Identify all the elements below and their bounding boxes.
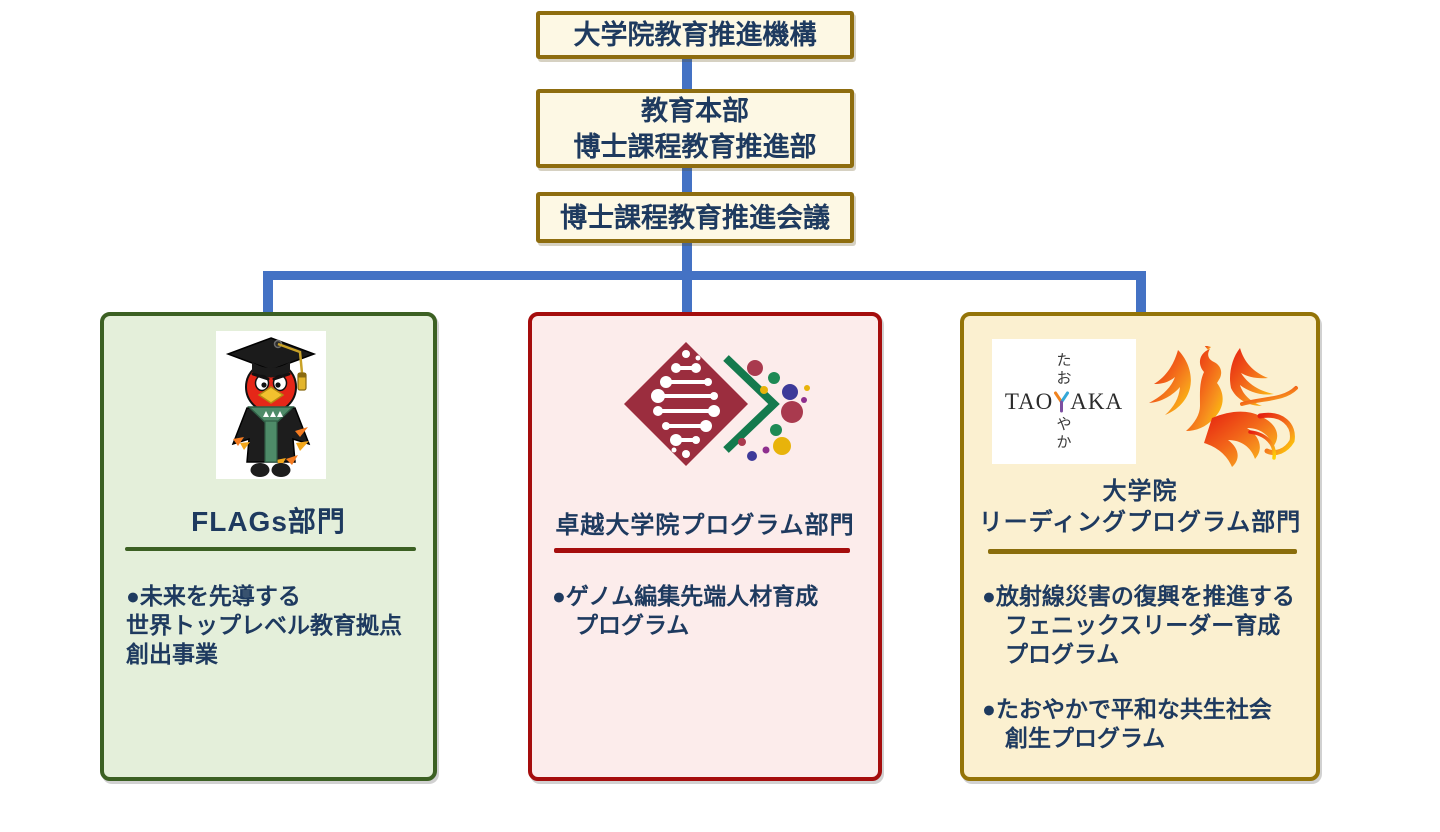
org-box-education-headquarters: 教育本部 博士課程教育推進部 [536, 89, 854, 168]
title-underline [988, 549, 1297, 554]
taoyaka-vertical-char: か [1056, 434, 1072, 451]
graduate-bird-mascot-icon [216, 331, 326, 479]
program-line: プログラム [552, 612, 690, 638]
card-wise-program-division: 卓越大学院プログラム部門 ●ゲノム編集先端人材育成 プログラム [528, 312, 882, 781]
connector-top-2 [682, 166, 692, 194]
taoyaka-y-icon [1054, 391, 1070, 412]
taoyaka-vertical-char: お [1056, 370, 1072, 387]
program-line: ●ゲノム編集先端人材育成 [552, 583, 819, 609]
taoyaka-wordmark: TAO AKA [1005, 389, 1123, 415]
card-leading-program-division: た お TAO AKA や か [960, 312, 1320, 781]
program-item: ●たおやかで平和な共生社会 創生プログラム [982, 695, 1312, 753]
program-item: ●放射線災害の復興を推進する フェニックスリーダー育成 プログラム [982, 582, 1312, 669]
taoyaka-text-left: TAO [1004, 388, 1054, 414]
taoyaka-vertical-char: た [1056, 352, 1072, 369]
org-box-label: 大学院教育推進機構 [573, 20, 817, 50]
program-line: 世界トップレベル教育拠点 [126, 612, 402, 638]
genome-editing-program-logo-icon [624, 338, 816, 472]
card-title-line2: リーディングプログラム部門 [978, 509, 1302, 536]
card-title: 卓越大学院プログラム部門 [555, 512, 855, 539]
title-underline [554, 548, 850, 553]
program-line: フェニックスリーダー育成 [982, 612, 1281, 638]
program-list: ●未来を先導する 世界トップレベル教育拠点 創出事業 [126, 582, 426, 669]
program-line: ●たおやかで平和な共生社会 [982, 696, 1272, 722]
program-list: ●放射線災害の復興を推進する フェニックスリーダー育成 プログラム ●たおやかで… [982, 582, 1312, 753]
program-line: ●放射線災害の復興を推進する [982, 583, 1295, 609]
org-box-graduate-education-organization: 大学院教育推進機構 [536, 11, 854, 59]
org-box-doctoral-promotion-council: 博士課程教育推進会議 [536, 192, 854, 243]
program-line: ●未来を先導する [126, 583, 301, 609]
card-title-line1: 大学院 [1102, 478, 1178, 505]
connector-left-drop [263, 271, 273, 313]
taoyaka-logo-icon: た お TAO AKA や か [992, 339, 1136, 464]
title-underline [125, 547, 416, 551]
program-item: ●ゲノム編集先端人材育成 プログラム [552, 582, 872, 640]
connector-top-1 [682, 57, 692, 91]
card-title: FLAGs部門 [191, 506, 346, 537]
program-list: ●ゲノム編集先端人材育成 プログラム [552, 582, 872, 640]
program-line: 創出事業 [126, 641, 218, 667]
card-title: 大学院 リーディングプログラム部門 [964, 476, 1316, 538]
org-box-label-line2: 博士課程教育推進部 [573, 131, 817, 162]
program-line: 創生プログラム [982, 725, 1166, 751]
org-box-label-line1: 教育本部 [641, 95, 749, 126]
phoenix-logo-icon [1142, 345, 1306, 470]
program-line: プログラム [982, 641, 1120, 667]
program-item: ●未来を先導する 世界トップレベル教育拠点 創出事業 [126, 582, 426, 669]
connector-right-drop [1136, 271, 1146, 313]
org-box-label: 博士課程教育推進会議 [560, 202, 830, 233]
connector-horizontal-bar [263, 271, 1146, 280]
card-flags-division: FLAGs部門 ●未来を先導する 世界トップレベル教育拠点 創出事業 [100, 312, 437, 781]
taoyaka-vertical-char: や [1056, 416, 1072, 433]
taoyaka-text-right: AKA [1070, 388, 1124, 414]
